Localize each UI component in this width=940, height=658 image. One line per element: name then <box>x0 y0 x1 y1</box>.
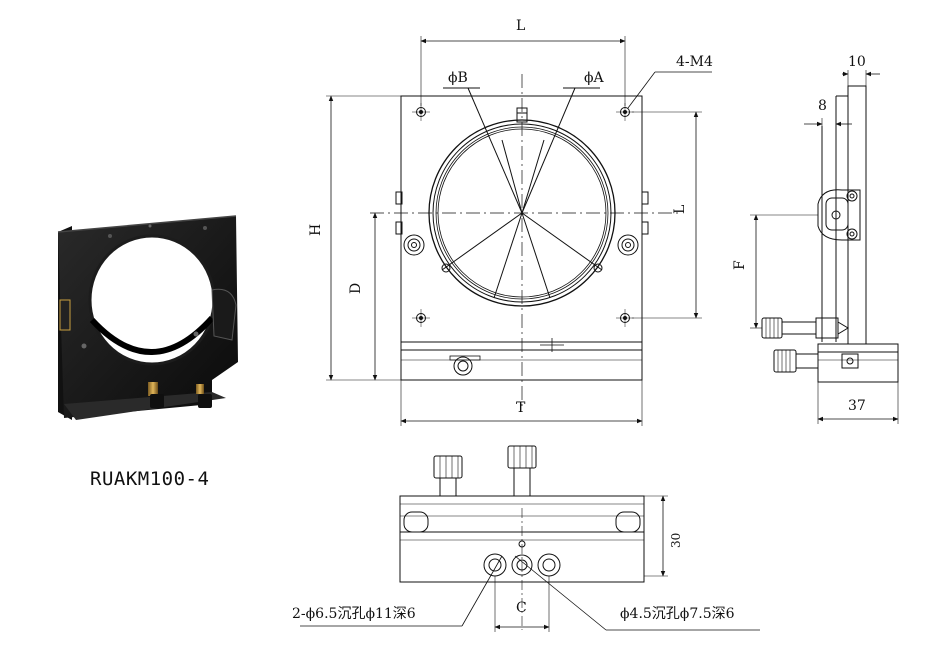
dim-D-label: D <box>348 283 364 294</box>
dim-L-top-label: L <box>516 18 525 34</box>
callout-counterbore-right: ϕ4.5沉孔ϕ7.5深6 <box>620 606 735 622</box>
phiA-label: ϕA <box>584 70 605 86</box>
dim-C-label: C <box>516 600 527 616</box>
bottom-view <box>300 445 760 632</box>
dim-H-label: H <box>308 224 324 236</box>
dim-30-label: 30 <box>669 533 683 548</box>
dim-L-right-label: L <box>672 205 688 214</box>
dim-T-label: T <box>516 400 526 416</box>
dim-F-label: F <box>732 260 748 270</box>
callout-counterbore-left: 2-ϕ6.5沉孔ϕ11深6 <box>292 606 416 622</box>
phiB-label: ϕB <box>448 70 468 86</box>
front-view <box>326 36 712 426</box>
dim-10-label: 10 <box>848 54 866 70</box>
dim-37-label: 37 <box>848 398 866 414</box>
side-view <box>750 70 899 424</box>
4M4-label: 4-M4 <box>676 54 713 70</box>
dim-8-label: 8 <box>818 98 827 114</box>
model-number-label: RUAKM100-4 <box>90 468 210 490</box>
product-photo <box>57 215 238 420</box>
